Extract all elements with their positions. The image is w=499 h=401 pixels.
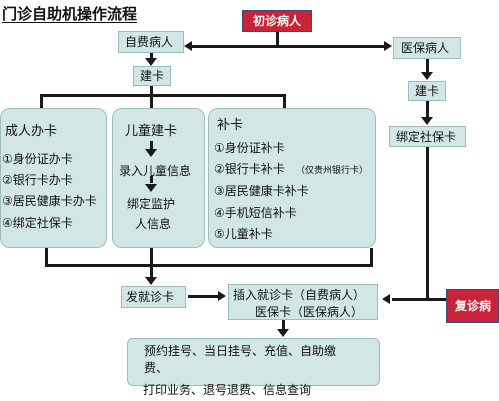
create-card-right-box: 建卡 <box>408 81 446 101</box>
arrow-to-insert-card <box>382 294 390 304</box>
arrow-child-step2 <box>145 184 157 192</box>
adult-card-item-3: ③居民健康卡办卡 <box>2 194 97 208</box>
child-card-title: 儿童建卡 <box>125 124 178 139</box>
connector-issue-to-insert <box>188 295 218 298</box>
insert-card-box: 插入就诊卡（自费病人） 医保卡（医保病人） <box>228 284 378 320</box>
child-card-step2-line1: 绑定监护 <box>127 197 176 211</box>
connector-merge-adult <box>45 248 48 266</box>
connector-child-step2 <box>150 176 153 183</box>
services-line1: 预约挂号、当日挂号、充值、自助缴 <box>144 344 337 358</box>
connector-insert-to-services <box>282 320 285 329</box>
replace-card-panel: 补卡 ①身份证补卡 ②银行卡补卡 （仅贵州银行卡） ③居民健康卡补卡 ④手机短信… <box>208 108 376 248</box>
connector-branch-bar <box>40 94 285 97</box>
adult-card-panel: 成人办卡 ①身份证办卡 ②银行卡办卡 ③居民健康卡办卡 ④绑定社保卡 <box>0 108 107 248</box>
issue-card-box: 发就诊卡 <box>121 286 186 308</box>
replace-card-item-1: ①身份证补卡 <box>214 141 285 155</box>
connector-create-left-down <box>150 86 153 95</box>
connector-branch-replace <box>283 94 286 108</box>
arrow-child-step1 <box>145 149 157 157</box>
replace-card-title: 补卡 <box>217 118 244 133</box>
arrow-to-services <box>277 329 289 337</box>
connector-selfpay-down <box>150 53 153 59</box>
self-pay-box: 自费病人 <box>118 31 184 53</box>
child-card-panel: 儿童建卡 录入儿童信息 绑定监护 人信息 <box>112 108 205 248</box>
create-card-left-box: 建卡 <box>133 66 171 86</box>
arrow-to-issue-card <box>145 277 157 285</box>
issue-card-label: 发就诊卡 <box>126 290 175 304</box>
insert-card-line1: 插入就诊卡（自费病人） <box>233 288 366 302</box>
child-card-step1: 录入儿童信息 <box>119 164 192 178</box>
return-visit-badge: 复诊病人 <box>446 289 499 345</box>
child-card-step2-line2: 人信息 <box>135 217 172 231</box>
connector-child-to-issue <box>150 248 153 277</box>
adult-card-title: 成人办卡 <box>5 124 58 139</box>
arrow-to-bind-ss-card <box>421 117 433 125</box>
arrow-to-insured <box>384 41 392 51</box>
connector-branch-adult <box>40 94 43 108</box>
connector-merge-bar <box>45 264 373 267</box>
replace-card-item-4: ④手机短信补卡 <box>214 206 297 220</box>
arrow-issue-to-insert <box>218 291 226 301</box>
connector-return-horizontal <box>392 298 446 301</box>
services-line3: 打印业务、退号退费、信息查询 <box>143 383 312 397</box>
services-box: 预约挂号、当日挂号、充值、自助缴 费、 <box>127 338 380 386</box>
insured-box: 医保病人 <box>393 37 461 59</box>
replace-card-item-2: ②银行卡补卡 <box>214 162 285 176</box>
create-card-left-label: 建卡 <box>140 69 165 83</box>
replace-card-item-5: ⑤儿童补卡 <box>214 227 273 241</box>
connector-first-visit-stem <box>276 32 279 47</box>
connector-merge-replace <box>370 248 373 266</box>
arrow-to-create-card-right <box>421 72 433 80</box>
connector-top-horizontal <box>192 45 384 48</box>
connector-bind-ss-down <box>426 147 429 299</box>
adult-card-item-4: ④绑定社保卡 <box>2 216 73 230</box>
arrow-to-create-card-left <box>145 58 157 66</box>
insured-label: 医保病人 <box>401 41 450 55</box>
page-title: 门诊自助机操作流程 <box>2 5 138 23</box>
adult-card-item-2: ②银行卡办卡 <box>2 173 73 187</box>
create-card-right-label: 建卡 <box>415 84 440 98</box>
self-pay-label: 自费病人 <box>125 35 174 49</box>
adult-card-item-1: ①身份证办卡 <box>2 152 73 166</box>
replace-card-item-2-note: （仅贵州银行卡） <box>296 166 369 176</box>
insert-card-line2: 医保卡（医保病人） <box>255 305 364 319</box>
first-visit-badge: 初诊病人 <box>242 10 312 32</box>
connector-create-right-down <box>426 101 429 118</box>
arrow-to-self-pay <box>184 41 192 51</box>
connector-child-step1 <box>150 141 153 149</box>
connector-insured-down <box>426 59 429 73</box>
bind-ss-card-box: 绑定社保卡 <box>389 126 466 147</box>
bind-ss-card-label: 绑定社保卡 <box>396 130 457 144</box>
connector-branch-child <box>150 94 153 108</box>
replace-card-item-3: ③居民健康卡补卡 <box>214 184 309 198</box>
services-line2: 费、 <box>144 361 169 375</box>
